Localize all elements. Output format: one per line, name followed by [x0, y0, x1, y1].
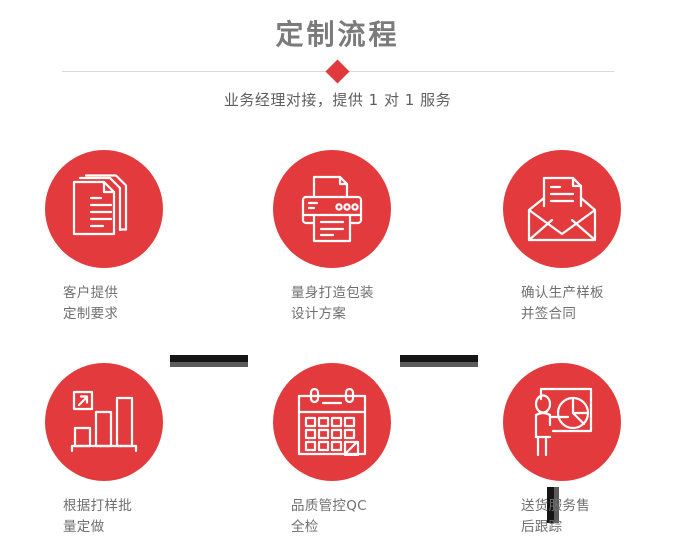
presenter-pie-chart-icon: [534, 387, 593, 457]
step-4-label: 根据打样批 量定做: [63, 498, 132, 535]
step-5-icon-circle: [273, 363, 391, 481]
connector-shadow: [554, 487, 559, 523]
step-1-label: 客户提供 定制要求: [63, 285, 119, 322]
step-5-label: 品质管控QC 全检: [291, 498, 367, 535]
step-2-icon-circle: [273, 150, 391, 268]
step-3-label: 确认生产样板 并签合同: [521, 285, 604, 322]
bar-chart-growth-icon: [70, 390, 138, 453]
process-step-1[interactable]: 客户提供 定制要求: [5, 150, 195, 350]
step-6-icon-circle: [503, 363, 621, 481]
connector-shadow: [170, 362, 248, 367]
step-2-label: 量身打造包装 设计方案: [291, 285, 374, 322]
envelope-document-icon: [527, 176, 597, 242]
page-title: 定制流程: [275, 18, 400, 51]
step-1-icon-circle: [45, 150, 163, 268]
process-flow: 客户提供 定制要求: [0, 150, 675, 550]
calendar-icon: [297, 388, 367, 456]
page-subtitle: 业务经理对接，提供 1 对 1 服务: [223, 91, 452, 109]
connector-bar: [547, 487, 554, 523]
process-step-6[interactable]: 送货服务售 后跟踪: [463, 363, 653, 550]
documents-stack-icon: [72, 174, 128, 236]
connector-shadow: [400, 362, 478, 367]
step-6-label: 送货服务售 后跟踪: [521, 498, 590, 535]
process-step-3[interactable]: 确认生产样板 并签合同: [463, 150, 653, 350]
process-step-2[interactable]: 量身打造包装 设计方案: [233, 150, 423, 350]
connector-step1-step2: [170, 355, 248, 367]
connector-step3-step4: [547, 487, 559, 523]
connector-step2-step3: [400, 355, 478, 367]
process-step-5[interactable]: 品质管控QC 全检: [233, 363, 423, 550]
connector-bar: [170, 355, 248, 362]
printer-icon: [301, 175, 363, 243]
diamond-marker-icon: [325, 59, 350, 84]
connector-bar: [400, 355, 478, 362]
process-step-4[interactable]: 根据打样批 量定做: [5, 363, 195, 550]
step-3-icon-circle: [503, 150, 621, 268]
title-divider: [62, 59, 614, 84]
step-4-icon-circle: [45, 363, 163, 481]
